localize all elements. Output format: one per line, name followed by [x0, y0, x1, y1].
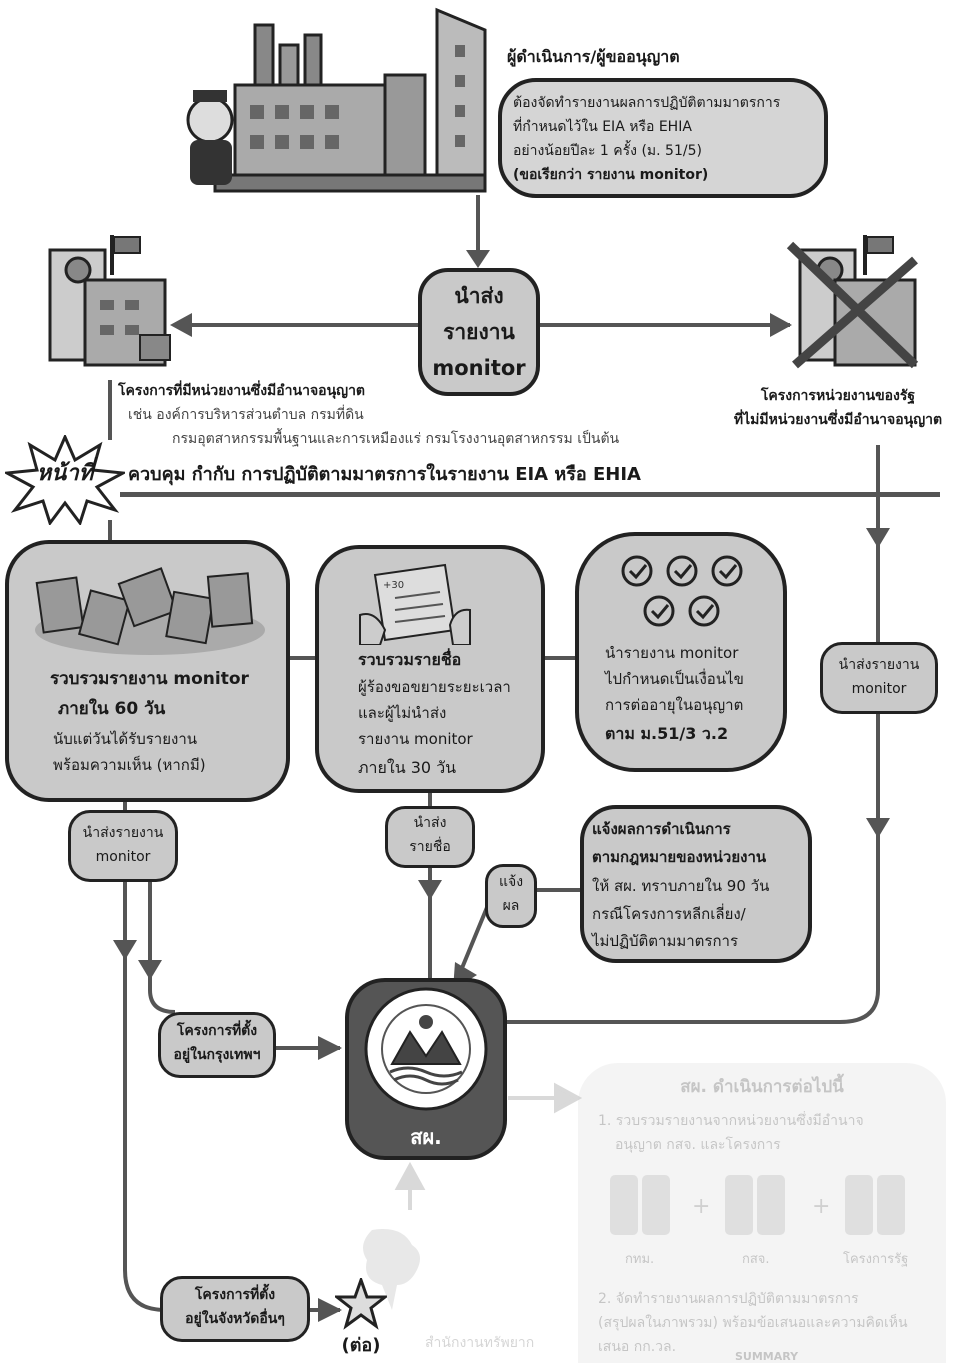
duty-starburst-badge [5, 435, 125, 525]
operator-line-2: ที่กำหนดไว้ใน EIA หรือ EHIA [513, 119, 692, 135]
arrow-right-to-onep [505, 989, 880, 1024]
box2-line-4: รายงาน monitor [358, 730, 473, 748]
next-summary-label: SUMMARY [735, 1350, 799, 1363]
box2-line-3: และผู้ไม่นำส่ง [358, 704, 447, 722]
box2-line-2: ผู้ร้องขอขยายระยะเวลา [358, 678, 511, 696]
operator-line-4: (ขอเรียกว่า รายงาน monitor) [513, 167, 709, 183]
province-line-2: อยู่ในจังหวัดอื่นๆ [185, 1311, 285, 1327]
box2-line-5: ภายใน 30 วัน [358, 758, 457, 777]
box1-line-3: นับแต่วันได้รับรายงาน [53, 730, 197, 748]
left-agency-title: โครงการที่มีหน่วยงานซึ่งมีอำนาจอนุญาต [118, 383, 366, 399]
operator-title: ผู้ดำเนินการ/ผู้ขออนุญาต [507, 47, 680, 66]
right-submit-line-2: monitor [851, 681, 907, 697]
report-stacks-icon: + + [600, 1165, 930, 1245]
next-panel-title: สผ. ดำเนินการต่อไปนี้ [680, 1077, 844, 1097]
next-label-bkk: กทม. [625, 1252, 655, 1267]
right-agency-line-1: โครงการหน่วยงานของรัฐ [760, 388, 916, 404]
licensing-agency-building-icon [40, 235, 180, 375]
monitor-reports-pile-icon [30, 560, 270, 660]
next-steps-panel [578, 1063, 946, 1363]
next-step1-line-2: อนุญาต กสจ. และโครงการ [615, 1137, 781, 1153]
right-submit-line-1: นำส่งรายงาน [838, 657, 920, 673]
operator-requirement-box [498, 78, 828, 198]
left-submit-label-box [68, 810, 178, 882]
box2-line-1: รวบรวมรายชื่อ [358, 650, 462, 669]
next-step2-line-2: (สรุปผลในภาพรวม) พร้อมข้อเสนอและความคิดเ… [598, 1315, 908, 1331]
next-step2-line-1: 2. จัดทำรายงานผลการปฏิบัติตามมาตรการ [598, 1291, 859, 1307]
notify-line-2: ผล [502, 898, 520, 914]
notify-result-box [580, 805, 812, 963]
left-agency-line-2: กรมอุตสาหกรรมพื้นฐานและการเหมืองแร่ กรมโ… [172, 431, 620, 447]
submit-report-box [418, 268, 540, 396]
province-projects-box [160, 1276, 310, 1342]
right-submit-label-box [820, 642, 938, 714]
office-faded-text: สำนักงานทรัพยาก [425, 1335, 535, 1351]
duty-underline [120, 492, 940, 497]
next-step2-line-3: เสนอ กก.วล. [598, 1339, 677, 1355]
state-agency-building-crossed-icon [785, 235, 925, 375]
box1-line-1: รวบรวมรายงาน monitor [50, 669, 249, 689]
duty-badge-label: หน้าที่ [36, 461, 94, 486]
notify-label-box [485, 864, 537, 928]
duty-text: ควบคุม กำกับ การปฏิบัติตามมาตรการในรายงา… [128, 464, 641, 485]
notify-line-1: แจ้ง [498, 874, 524, 890]
names-submit-label-box [385, 806, 475, 868]
bangkok-projects-box [158, 1012, 276, 1078]
next-label-state: โครงการรัฐ [843, 1252, 909, 1267]
submit-line-3: monitor [432, 356, 526, 380]
submit-line-2: รายงาน [443, 320, 515, 344]
box4-line-4: กรณีโครงการหลีกเลี่ยง/ [592, 905, 746, 923]
left-submit-line-1: นำส่งรายงาน [82, 825, 164, 841]
svg-text:+30: +30 [383, 580, 404, 591]
submit-line-1: นำส่ง [454, 284, 504, 308]
operator-line-1: ต้องจัดทำรายงานผลการปฏิบัติตามมาตรการ [513, 95, 781, 111]
svg-text:+: + [812, 1194, 830, 1219]
box4-line-1: แจ้งผลการดำเนินการ [592, 820, 731, 838]
onep-label: สผ. [410, 1125, 442, 1149]
province-line-1: โครงการที่ตั้ง [194, 1287, 276, 1303]
onep-logo-icon [352, 984, 500, 1114]
continue-label: (ต่อ) [341, 1335, 381, 1356]
bangkok-line-2: อยู่ในกรุงเทพฯ [173, 1047, 261, 1063]
bangkok-line-1: โครงการที่ตั้ง [176, 1023, 258, 1039]
box3-line-3: การต่ออายุในอนุญาต [605, 696, 744, 714]
box3-line-1: นำรายงาน monitor [605, 644, 739, 662]
license-condition-box [575, 532, 787, 772]
left-agency-line-1: เช่น องค์การบริหารส่วนตำบล กรมที่ดิน [128, 407, 364, 423]
names-submit-line-1: นำส่ง [413, 815, 447, 831]
box3-line-2: ไปกำหนดเป็นเงื่อนไข [605, 670, 744, 688]
left-submit-line-2: monitor [95, 849, 151, 865]
box1-line-2: ภายใน 60 วัน [58, 699, 166, 719]
svg-text:+: + [692, 1194, 710, 1219]
operator-line-3: อย่างน้อยปีละ 1 ครั้ง (ม. 51/5) [513, 143, 702, 159]
next-step1-line-1: 1. รวบรวมรายงานจากหน่วยงานซึ่งมีอำนาจ [598, 1113, 864, 1129]
factory-illustration [175, 5, 495, 195]
next-label-ksj: กสจ. [742, 1252, 770, 1267]
box4-line-2: ตามกฎหมายของหน่วยงาน [592, 848, 767, 866]
document-hand-icon: +30 [355, 560, 475, 645]
box3-line-4: ตาม ม.51/3 ว.2 [605, 724, 729, 743]
box1-line-4: พร้อมความเห็น (หากมี) [53, 756, 206, 774]
box4-line-3: ให้ สผ. ทราบภายใน 90 วัน [592, 877, 770, 895]
continue-star-icon [335, 1278, 387, 1330]
names-submit-line-2: รายชื่อ [409, 839, 451, 855]
checkmark-circles-icon [612, 553, 752, 633]
right-agency-line-2: ที่ไม่มีหน่วยงานซึ่งมีอำนาจอนุญาต [733, 412, 943, 428]
thailand-map-icon [352, 1225, 432, 1315]
box4-line-5: ไม่ปฏิบัติตามมาตรการ [592, 932, 739, 950]
